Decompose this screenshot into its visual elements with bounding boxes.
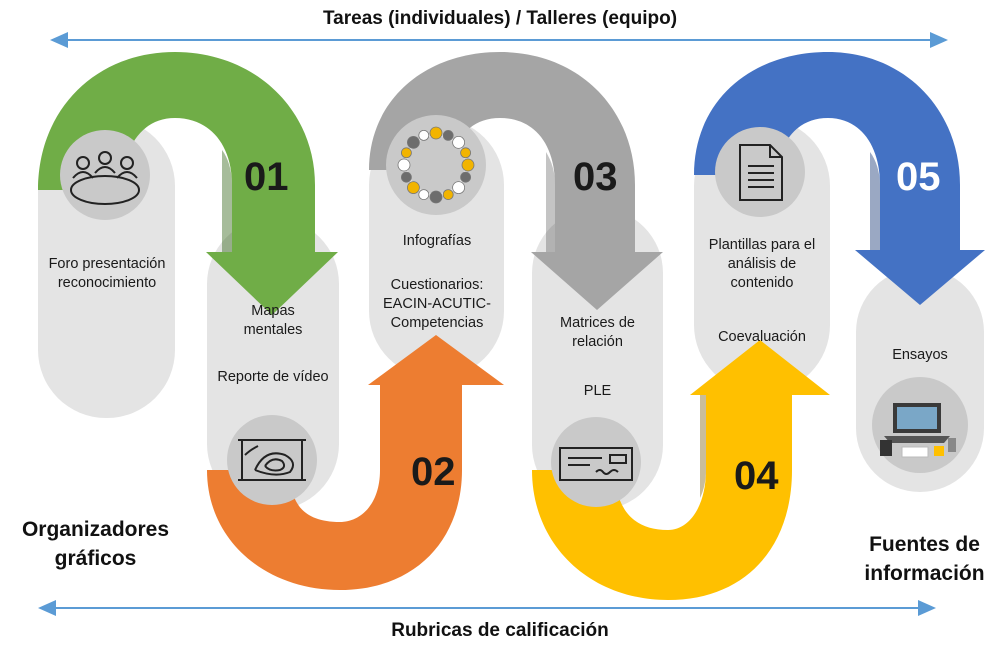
step-number-03: 03 <box>573 155 618 199</box>
meeting-people-icon <box>70 151 140 205</box>
item-mapas-mentales: Mapas mentales <box>243 303 303 338</box>
step-number-01: 01 <box>244 155 289 199</box>
item-infografias: Infografías <box>402 233 472 249</box>
bottom-title: Rubricas de calificación <box>391 620 609 641</box>
arrow-02 <box>207 335 504 590</box>
top-title: Tareas (individuales) / Talleres (equipo… <box>322 8 678 29</box>
step-number-04: 04 <box>734 454 779 498</box>
document-icon <box>739 144 783 201</box>
item-ple: PLE <box>583 383 612 399</box>
arrow-05 <box>694 52 985 305</box>
infographic-wreath-icon <box>397 126 475 204</box>
check-card-icon <box>559 447 633 481</box>
item-ensayos: Ensayos <box>892 347 948 363</box>
item-plantillas: Plantillas para el análisis de contenido <box>708 237 816 291</box>
right-side-label: Fuentes de información <box>864 533 985 585</box>
step-number-02: 02 <box>411 450 456 494</box>
item-cuestionarios: Cuestionarios: EACIN-ACUTIC-Competencias <box>383 277 491 331</box>
item-coevaluacion: Coevaluación <box>718 329 806 345</box>
blueprint-map-icon <box>238 439 306 481</box>
item-foro: Foro presentación reconocimiento <box>48 256 166 291</box>
arrow-01 <box>38 52 338 315</box>
item-reporte-video: Reporte de vídeo <box>217 369 329 385</box>
left-side-label: Organizadores gráficos <box>21 518 170 570</box>
laptop-desk-icon <box>880 403 956 458</box>
step-number-05: 05 <box>896 155 941 199</box>
item-matrices: Matrices de relación <box>560 315 635 350</box>
arrow-04 <box>532 340 830 600</box>
